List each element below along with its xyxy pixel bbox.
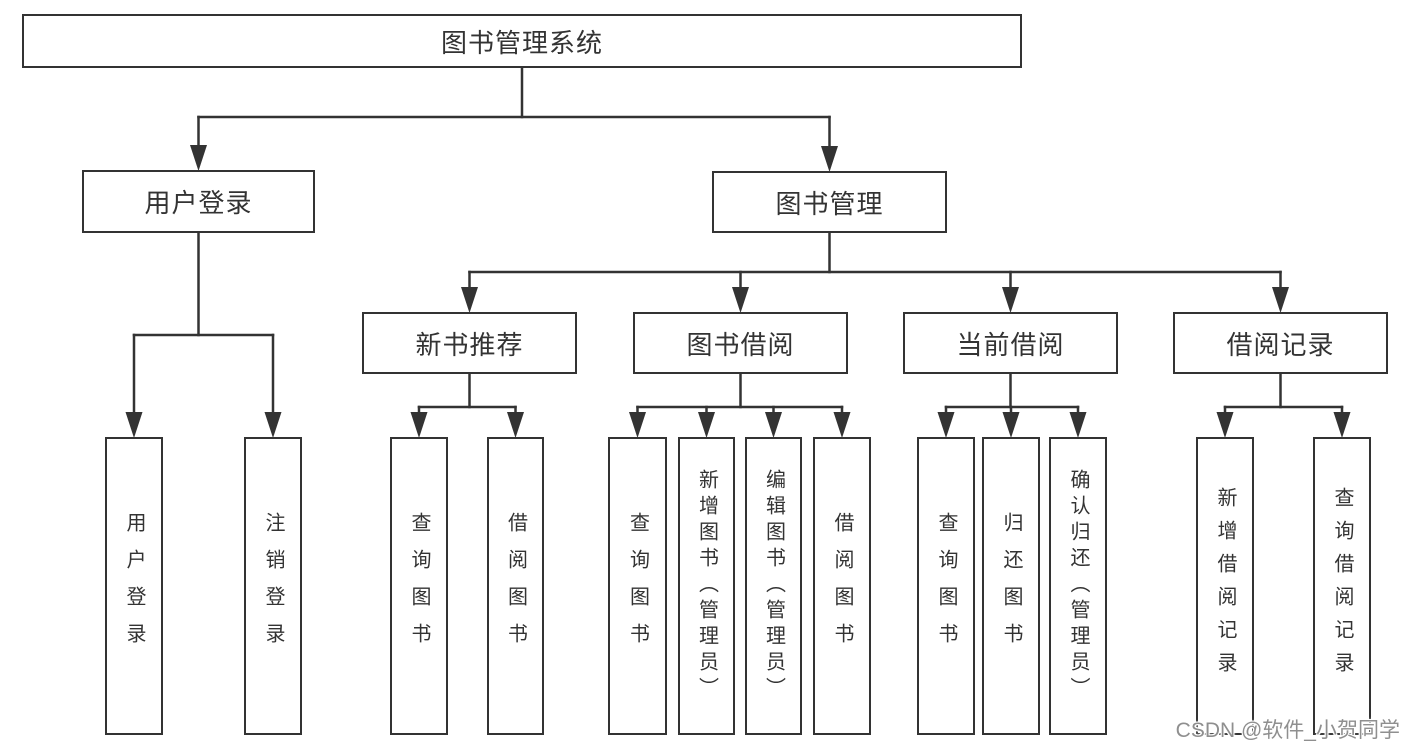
node-current-borrowing: 当前借阅	[903, 312, 1118, 374]
leaf-add-borrow-record: 新增借阅记录	[1196, 437, 1254, 735]
leaf-query-books-current: 查询图书	[917, 437, 975, 735]
leaf-add-borrow-record-label: 新增借阅记录	[1214, 487, 1236, 685]
leaf-borrow-books-newbook: 借阅图书	[487, 437, 544, 735]
leaf-confirm-return-admin-label: 确认归还（管理员）	[1067, 469, 1089, 703]
leaf-return-books: 归还图书	[982, 437, 1040, 735]
leaf-query-books-newbook: 查询图书	[390, 437, 448, 735]
leaf-query-books-borrowing: 查询图书	[608, 437, 667, 735]
leaf-query-books-newbook-label: 查询图书	[408, 512, 430, 660]
leaf-edit-books-admin: 编辑图书（管理员）	[745, 437, 802, 735]
leaf-query-books-borrowing-label: 查询图书	[626, 512, 649, 660]
node-borrowing-records-label: 借阅记录	[1226, 329, 1335, 360]
leaf-user-login-label: 用户登录	[123, 512, 145, 660]
leaf-edit-books-admin-label: 编辑图书（管理员）	[762, 469, 785, 703]
node-book-management: 图书管理	[712, 171, 947, 233]
node-user-login-label: 用户登录	[144, 188, 253, 218]
leaf-borrow-books-borrowing-label: 借阅图书	[831, 512, 853, 660]
node-current-borrowing-label: 当前借阅	[956, 329, 1065, 360]
leaf-add-books-admin: 新增图书（管理员）	[678, 437, 735, 735]
node-user-login: 用户登录	[82, 170, 315, 233]
leaf-borrow-books-borrowing: 借阅图书	[813, 437, 871, 735]
node-borrowing-records: 借阅记录	[1173, 312, 1388, 374]
node-book-borrowing-label: 图书借阅	[686, 329, 795, 360]
leaf-logout: 注销登录	[244, 437, 302, 735]
node-book-borrowing: 图书借阅	[633, 312, 848, 374]
leaf-logout-label: 注销登录	[262, 512, 284, 660]
leaf-confirm-return-admin: 确认归还（管理员）	[1049, 437, 1107, 735]
node-book-management-label: 图书管理	[775, 188, 884, 219]
node-library-management-system-label: 图书管理系统	[440, 27, 603, 58]
node-library-management-system: 图书管理系统	[22, 14, 1022, 68]
leaf-query-books-current-label: 查询图书	[935, 512, 957, 660]
leaf-query-borrow-record: 查询借阅记录	[1313, 437, 1371, 735]
leaf-user-login: 用户登录	[105, 437, 163, 735]
node-new-book-recommendation: 新书推荐	[362, 312, 577, 374]
leaf-borrow-books-newbook-label: 借阅图书	[504, 512, 527, 660]
leaf-add-books-admin-label: 新增图书（管理员）	[695, 469, 718, 703]
csdn-watermark: CSDN @软件_小贺同学	[1175, 719, 1400, 742]
leaf-query-borrow-record-label: 查询借阅记录	[1331, 487, 1353, 685]
node-new-book-recommendation-label: 新书推荐	[415, 329, 524, 360]
leaf-return-books-label: 归还图书	[1000, 512, 1022, 660]
